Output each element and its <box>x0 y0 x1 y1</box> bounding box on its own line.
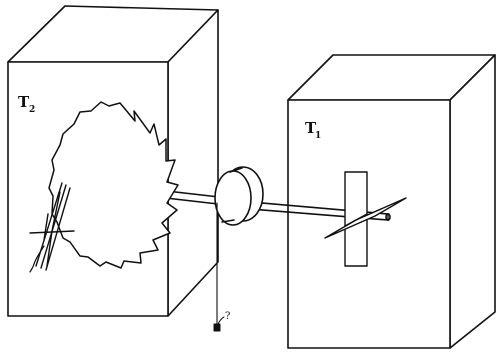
label-t2-letter: T <box>18 93 30 111</box>
hanging-weight <box>213 323 221 332</box>
weight-question-mark: ? <box>225 311 230 322</box>
ratchet-wheel <box>48 101 179 269</box>
label-t1: T 1 <box>305 119 321 141</box>
vanes <box>324 171 407 267</box>
pawl-spring <box>29 245 45 273</box>
label-t1-letter: T <box>305 119 317 137</box>
pulley <box>214 166 264 226</box>
label-t1-subscript: 1 <box>315 131 321 141</box>
label-t2-subscript: 2 <box>29 105 35 115</box>
weight-hook <box>217 316 225 325</box>
box-t1 <box>287 54 496 349</box>
label-t2: T 2 <box>18 93 35 115</box>
